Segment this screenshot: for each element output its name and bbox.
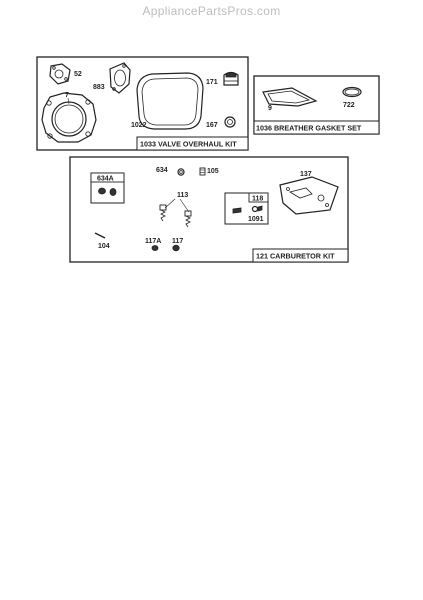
carburetor-kit: 121 CARBURETOR KIT 634A 634 105	[69, 156, 349, 263]
label-722: 722	[343, 102, 355, 109]
part-9-breather-gasket	[262, 87, 318, 107]
label-117A: 117A	[145, 238, 161, 245]
part-113-screw-left	[159, 204, 167, 222]
label-634A: 634A	[97, 176, 114, 183]
watermark: AppliancePartsPros.com	[142, 4, 281, 18]
label-105: 105	[207, 168, 219, 175]
label-117: 117	[172, 238, 183, 245]
kit-title: 1036 BREATHER GASKET SET	[256, 124, 362, 133]
part-171-valve-seal	[223, 71, 239, 86]
label-1091: 1091	[248, 216, 264, 223]
part-137-carb-gasket	[279, 176, 339, 215]
part-52-gasket	[49, 63, 71, 85]
part-722-o-ring	[342, 86, 362, 98]
breather-gasket-kit: 1036 BREATHER GASKET SET 9 722	[253, 75, 380, 135]
part-104-pin	[94, 232, 106, 239]
label-9: 9	[268, 105, 272, 112]
label-137: 137	[300, 171, 312, 178]
label-7: 7	[65, 92, 69, 99]
label-171: 171	[206, 79, 218, 86]
kit-frame	[69, 156, 349, 263]
label-118: 118	[252, 196, 263, 203]
sub-box-118	[224, 192, 269, 225]
part-117-washer	[172, 244, 180, 252]
label-167: 167	[206, 122, 218, 129]
label-104: 104	[98, 243, 110, 250]
part-634-seal	[177, 168, 185, 176]
part-105-needle	[199, 167, 206, 176]
part-883-gasket	[109, 62, 131, 94]
part-634A-seal-set	[98, 187, 117, 196]
part-113-screw-right	[184, 210, 192, 228]
label-1022: 1022	[131, 122, 147, 129]
label-113: 113	[177, 192, 188, 199]
kit-title-box	[252, 248, 349, 263]
kit-title-box	[253, 120, 380, 135]
valve-overhaul-kit: 1033 VALVE OVERHAUL KIT 52 883	[36, 56, 249, 151]
kit-title: 1033 VALVE OVERHAUL KIT	[140, 140, 237, 149]
part-167-retainer	[224, 116, 236, 128]
label-52: 52	[74, 71, 82, 78]
kit-title-box	[136, 136, 249, 151]
part-1022-cover-gasket	[136, 72, 204, 130]
part-118-float-pin	[232, 205, 263, 214]
label-883: 883	[93, 84, 105, 91]
label-634: 634	[156, 167, 168, 174]
part-117A-washer	[151, 245, 159, 251]
part-7-head-gasket	[41, 92, 97, 143]
kit-title: 121 CARBURETOR KIT	[256, 252, 335, 261]
